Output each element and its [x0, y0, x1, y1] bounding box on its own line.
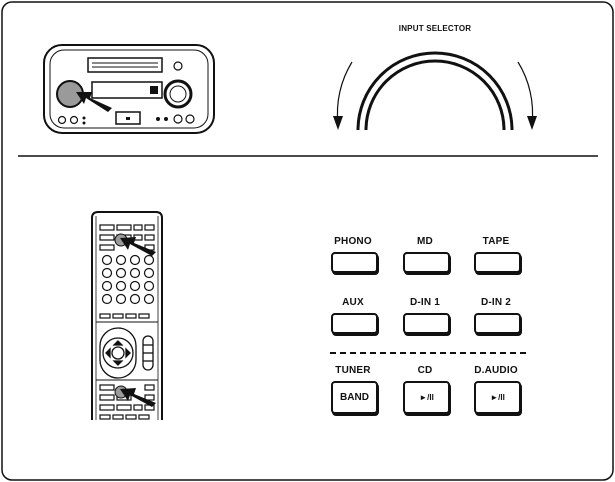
din1-label: D-IN 1	[409, 297, 441, 308]
din2-label: D-IN 2	[480, 297, 512, 308]
din2-button[interactable]	[474, 313, 521, 334]
remote-pointer-arrow-top-icon	[120, 237, 156, 256]
remote-pointer-arrow-bottom-icon	[120, 388, 156, 407]
unit-pointer-arrow-icon	[76, 92, 112, 112]
phono-label: PHONO	[334, 236, 372, 247]
rotate-left-arrow-icon	[333, 61, 353, 130]
tuner-band-button[interactable]: BAND	[331, 381, 378, 414]
phono-button[interactable]	[331, 252, 378, 273]
tuner-label: TUNER	[335, 365, 371, 376]
input-selector-dial	[356, 51, 514, 131]
tape-label: TAPE	[482, 236, 510, 247]
din1-button[interactable]	[403, 313, 450, 334]
tape-button[interactable]	[474, 252, 521, 273]
cd-play-pause-button[interactable]: ►/II	[403, 381, 450, 414]
daudio-play-pause-button[interactable]: ►/II	[474, 381, 521, 414]
main-unit-illustration	[43, 44, 215, 134]
md-button[interactable]	[403, 252, 450, 273]
aux-button[interactable]	[331, 313, 378, 334]
cd-label: CD	[417, 365, 433, 376]
rotate-right-arrow-icon	[517, 61, 537, 130]
input-selector-title: INPUT SELECTOR	[398, 24, 472, 33]
md-label: MD	[417, 236, 433, 247]
remote-control-illustration	[91, 211, 163, 420]
aux-label: AUX	[342, 297, 364, 308]
daudio-label: D.AUDIO	[474, 365, 518, 376]
